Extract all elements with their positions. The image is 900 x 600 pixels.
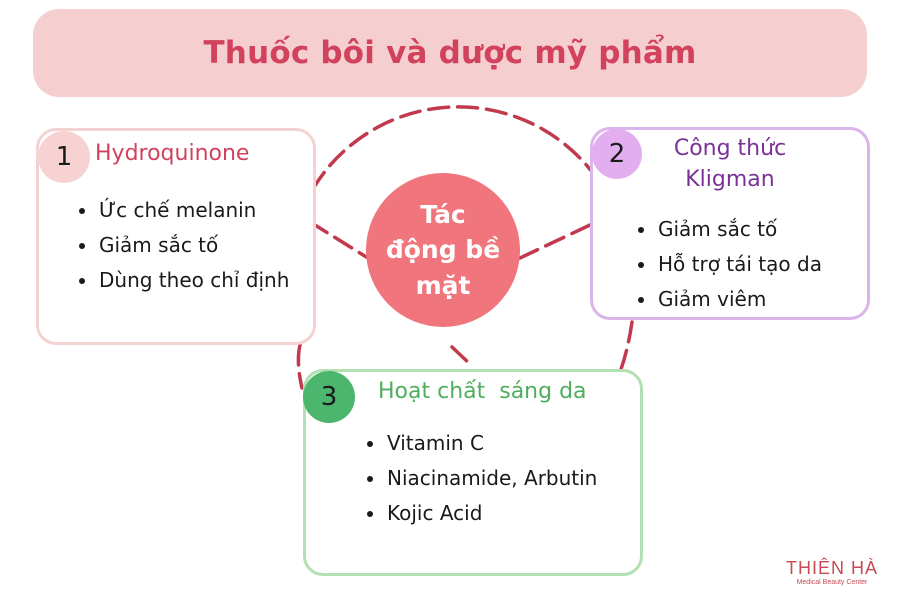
card-bullet-list: Vitamin C Niacinamide, Arbutin Kojic Aci…: [365, 426, 597, 531]
card-number-badge: 1: [38, 131, 90, 183]
card-title: Hydroquinone: [95, 141, 250, 166]
connector-arc: [296, 343, 304, 390]
brand-logo: THIÊN HÀ Medical Beauty Center: [770, 558, 894, 588]
list-item: Ức chế melanin: [77, 193, 289, 228]
list-item: Niacinamide, Arbutin: [365, 461, 597, 496]
list-item: Kojic Acid: [365, 496, 597, 531]
card-title: Hoạt chất sáng da: [378, 379, 587, 404]
connector-line: [518, 223, 592, 260]
title-banner: Thuốc bôi và dược mỹ phẩm: [33, 9, 867, 97]
card-number-badge: 3: [303, 371, 355, 423]
card-number-badge: 2: [592, 129, 642, 179]
list-item: Giảm sắc tố: [77, 228, 289, 263]
page-title: Thuốc bôi và dược mỹ phẩm: [203, 35, 697, 71]
list-item: Giảm sắc tố: [636, 212, 822, 247]
connector-arc: [618, 320, 634, 374]
connector-line: [308, 220, 370, 260]
list-item: Giảm viêm: [636, 282, 822, 317]
list-item: Dùng theo chỉ định: [77, 263, 289, 298]
logo-tagline: Medical Beauty Center: [796, 579, 868, 586]
card-bullet-list: Giảm sắc tố Hỗ trợ tái tạo da Giảm viêm: [636, 212, 822, 317]
card-title: Công thức Kligman: [673, 136, 787, 192]
card-brightening-actives: [303, 369, 643, 576]
card-bullet-list: Ức chế melanin Giảm sắc tố Dùng theo chỉ…: [77, 193, 289, 298]
connector-arc: [298, 105, 612, 217]
center-label: Tác động bề mặt: [385, 199, 501, 300]
connector-line: [450, 345, 472, 366]
list-item: Vitamin C: [365, 426, 597, 461]
list-item: Hỗ trợ tái tạo da: [636, 247, 822, 282]
center-circle: Tác động bề mặt: [366, 173, 520, 327]
logo-name: THIÊN HÀ: [785, 558, 878, 578]
